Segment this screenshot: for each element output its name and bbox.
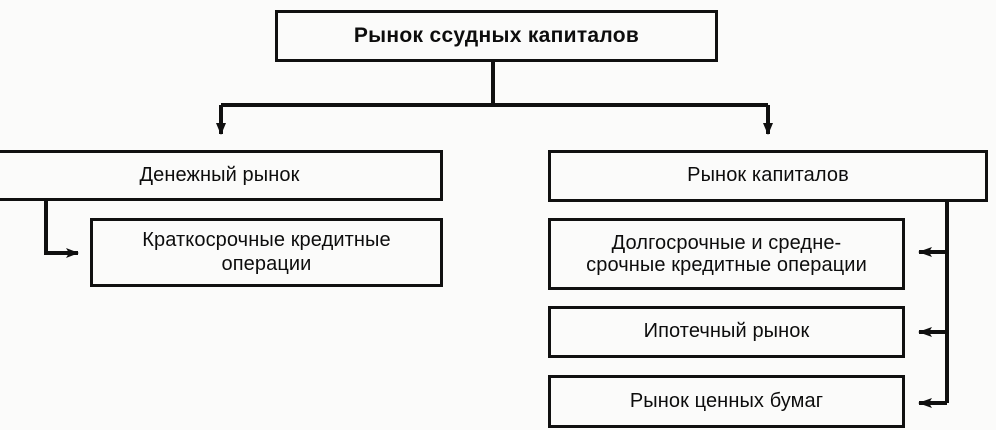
node-label-capital-market: Рынок капиталов	[687, 164, 849, 187]
node-label-money-market: Денежный рынок	[139, 163, 300, 186]
connector-money-market-to-short-term	[44, 201, 79, 258]
node-capital-market[interactable]: Рынок капиталов	[548, 150, 988, 202]
node-securities-market[interactable]: Рынок ценных бумаг	[548, 375, 905, 428]
node-label-securities-market: Рынок ценных бумаг	[629, 389, 824, 412]
node-mortgage-market[interactable]: Ипотечный рынок	[548, 306, 905, 358]
node-label-loan-capital-market: Рынок ссудных капиталов	[353, 23, 640, 47]
node-money-market[interactable]: Денежный рынок	[0, 150, 443, 201]
node-long-and-medium-term-credit-operations[interactable]: Долгосрочные и средне- срочные кредитные…	[548, 218, 905, 290]
node-loan-capital-market[interactable]: Рынок ссудных капиталов	[275, 10, 718, 62]
node-label-short-term-credit-operations: Краткосрочные кредитные операции	[142, 228, 391, 275]
node-label-mortgage-market: Ипотечный рынок	[643, 320, 810, 343]
node-short-term-credit-operations[interactable]: Краткосрочные кредитные операции	[90, 218, 443, 287]
node-label-long-and-medium-term-credit-operations: Долгосрочные и средне- срочные кредитные…	[586, 232, 867, 276]
